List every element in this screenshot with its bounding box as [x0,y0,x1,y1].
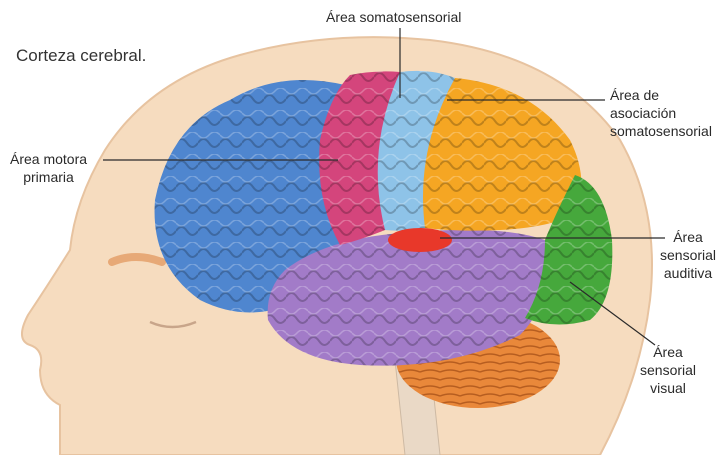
label-somatosensorial: Área somatosensorial [326,8,461,26]
label-sensorial-visual: Área sensorial visual [640,343,696,397]
label-motora-primaria: Área motora primaria [10,150,87,186]
label-asociacion-somatosensorial: Área de asociación somatosensorial [610,86,712,140]
auditory-cortex [388,228,452,252]
label-sensorial-auditiva: Área sensorial auditiva [660,228,716,282]
figure-title: Corteza cerebral. [16,47,146,65]
